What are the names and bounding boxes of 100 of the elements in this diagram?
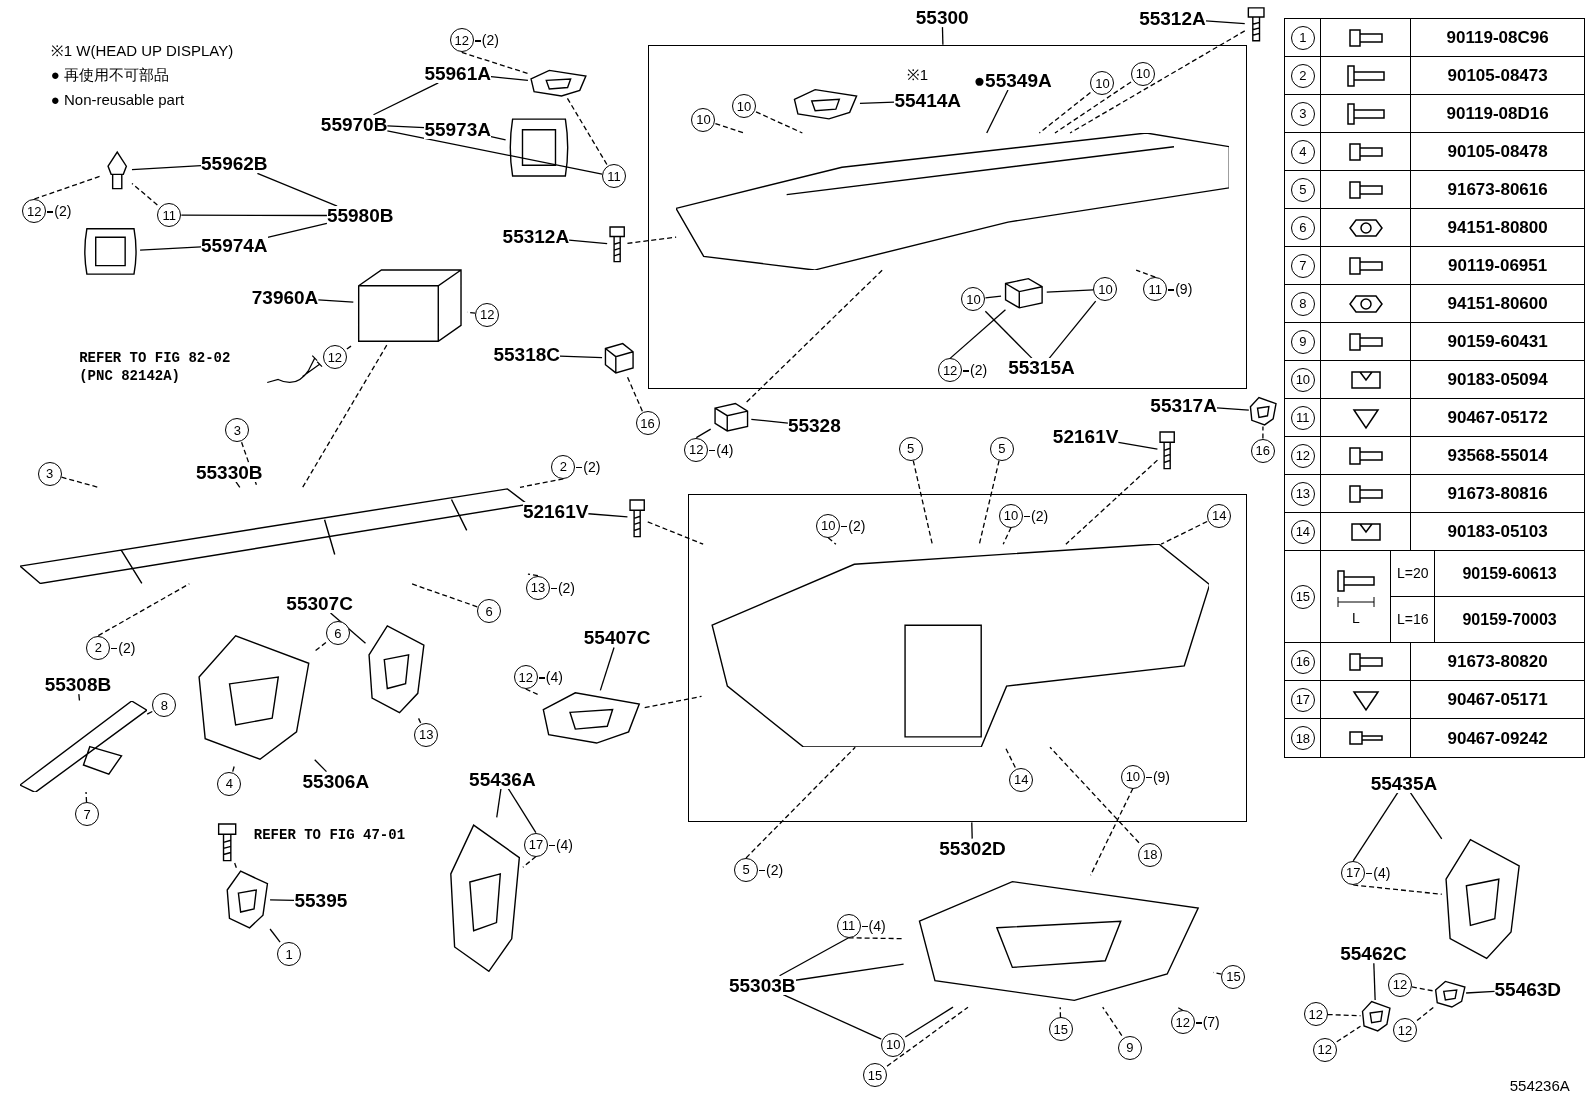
leader-line	[1117, 441, 1159, 450]
leader-line	[314, 641, 327, 652]
leader-line	[746, 269, 883, 403]
part-number: 55330B	[195, 462, 263, 482]
callout-number: 10	[691, 107, 716, 132]
callout-number: 2	[551, 454, 576, 479]
bracket-drawing	[1248, 395, 1278, 427]
leader-line	[778, 937, 850, 977]
leader-line	[1038, 91, 1092, 134]
leader-line	[386, 125, 426, 129]
outline-frame	[688, 494, 1247, 823]
callout-number: 14	[1207, 503, 1232, 528]
callout-number: 6	[325, 621, 350, 646]
callout-number: 10	[1120, 764, 1145, 789]
clip-drawing	[602, 342, 637, 375]
leader-line	[984, 295, 1002, 299]
leader-line	[1409, 792, 1443, 840]
callout-number: 1	[277, 942, 302, 967]
part-number: 90183-05094	[1447, 369, 1548, 391]
leader-line	[750, 418, 789, 424]
leader-line	[235, 481, 241, 488]
note-text: ● Non-reusable part	[50, 92, 185, 108]
leader-line	[1160, 520, 1208, 545]
leader-line	[314, 759, 328, 773]
leader-line	[986, 89, 1009, 134]
leader-line	[566, 96, 608, 166]
leader-line	[33, 175, 103, 200]
part-number: 91673-80816	[1447, 483, 1548, 505]
callout-number: 3	[225, 418, 250, 443]
part-number: ●55349A	[973, 71, 1052, 91]
leader-line	[1102, 1006, 1123, 1037]
leader-line	[302, 344, 388, 488]
leader-line	[1465, 990, 1496, 994]
leader-line	[78, 693, 81, 702]
leader-line	[695, 428, 712, 439]
callout-number: 12	[22, 199, 47, 223]
note-text: ● 再使用不可部品	[50, 67, 169, 82]
quantity-label: (2)	[54, 204, 72, 218]
leader-line	[949, 309, 1007, 360]
callout-number: 10	[999, 503, 1024, 528]
callout-number: 12	[475, 302, 500, 327]
quantity-label: (4)	[868, 918, 886, 933]
callout-number: 11	[1143, 277, 1168, 302]
leader-line	[60, 476, 99, 488]
callout-number: 12	[684, 437, 709, 462]
leader-line	[131, 165, 202, 171]
leader-line	[1069, 30, 1246, 134]
leader-line	[745, 746, 856, 859]
callout-number: 14	[1009, 767, 1034, 792]
leader-line	[1216, 407, 1250, 411]
quantity-label: (7)	[1202, 1015, 1220, 1030]
leader-line	[886, 1006, 969, 1067]
leader-line	[1135, 269, 1156, 278]
part-number: 55962B	[201, 154, 268, 174]
leader-line	[97, 583, 190, 637]
part-number: 90119-06951	[1447, 255, 1548, 277]
part-number: 94151-80600	[1447, 293, 1548, 315]
leader-line	[496, 787, 502, 818]
leader-line	[417, 717, 422, 724]
leader-line	[1262, 425, 1264, 440]
part-number: 90119-08D16	[1446, 103, 1549, 125]
leader-line	[1048, 300, 1097, 360]
note-text: ※1 W(HEAD UP DISPLAY)	[50, 42, 234, 58]
callout-number: 12	[322, 345, 347, 370]
callout-number: 15	[1221, 964, 1246, 989]
leader-line	[978, 459, 1000, 545]
quantity-label: (2)	[970, 363, 988, 378]
leader-line	[269, 928, 281, 943]
callout-number: 10	[732, 94, 756, 119]
callout-number: 4	[217, 771, 242, 796]
callout-number: 10	[1090, 71, 1115, 96]
leader-line	[507, 787, 537, 834]
callout-number: 13	[414, 722, 439, 747]
leader-line	[644, 695, 703, 709]
part-number: 55303B	[729, 975, 796, 995]
leader-line	[85, 791, 88, 803]
callout-number: 10	[1093, 277, 1118, 302]
leader-line	[1212, 971, 1223, 975]
bolt-drawing	[1157, 430, 1178, 472]
callout-number: 12	[1312, 1037, 1337, 1062]
part-number: 90159-60431	[1447, 331, 1548, 353]
leader-line	[625, 374, 643, 412]
callout-number: 5	[989, 436, 1014, 461]
part-number: 90105-08478	[1447, 141, 1548, 163]
callout-number: 15	[1048, 1017, 1073, 1042]
callout-number: 11	[602, 164, 627, 189]
bolt-drawing	[607, 225, 628, 264]
leader-line	[1327, 1013, 1362, 1017]
part-number: 52161V	[522, 501, 589, 521]
callout-number: 10	[1131, 61, 1155, 86]
quantity-label: (4)	[716, 442, 734, 457]
leader-line	[266, 222, 328, 238]
callout-number: 12	[1303, 1002, 1328, 1027]
upper-panel-drawing	[676, 133, 1230, 271]
part-number: 93568-55014	[1447, 445, 1548, 467]
leader-line	[131, 182, 158, 206]
leader-line	[1352, 792, 1399, 862]
callout-number: 3	[37, 461, 62, 486]
leader-line	[461, 51, 529, 75]
callout-number: 12	[1387, 972, 1412, 997]
